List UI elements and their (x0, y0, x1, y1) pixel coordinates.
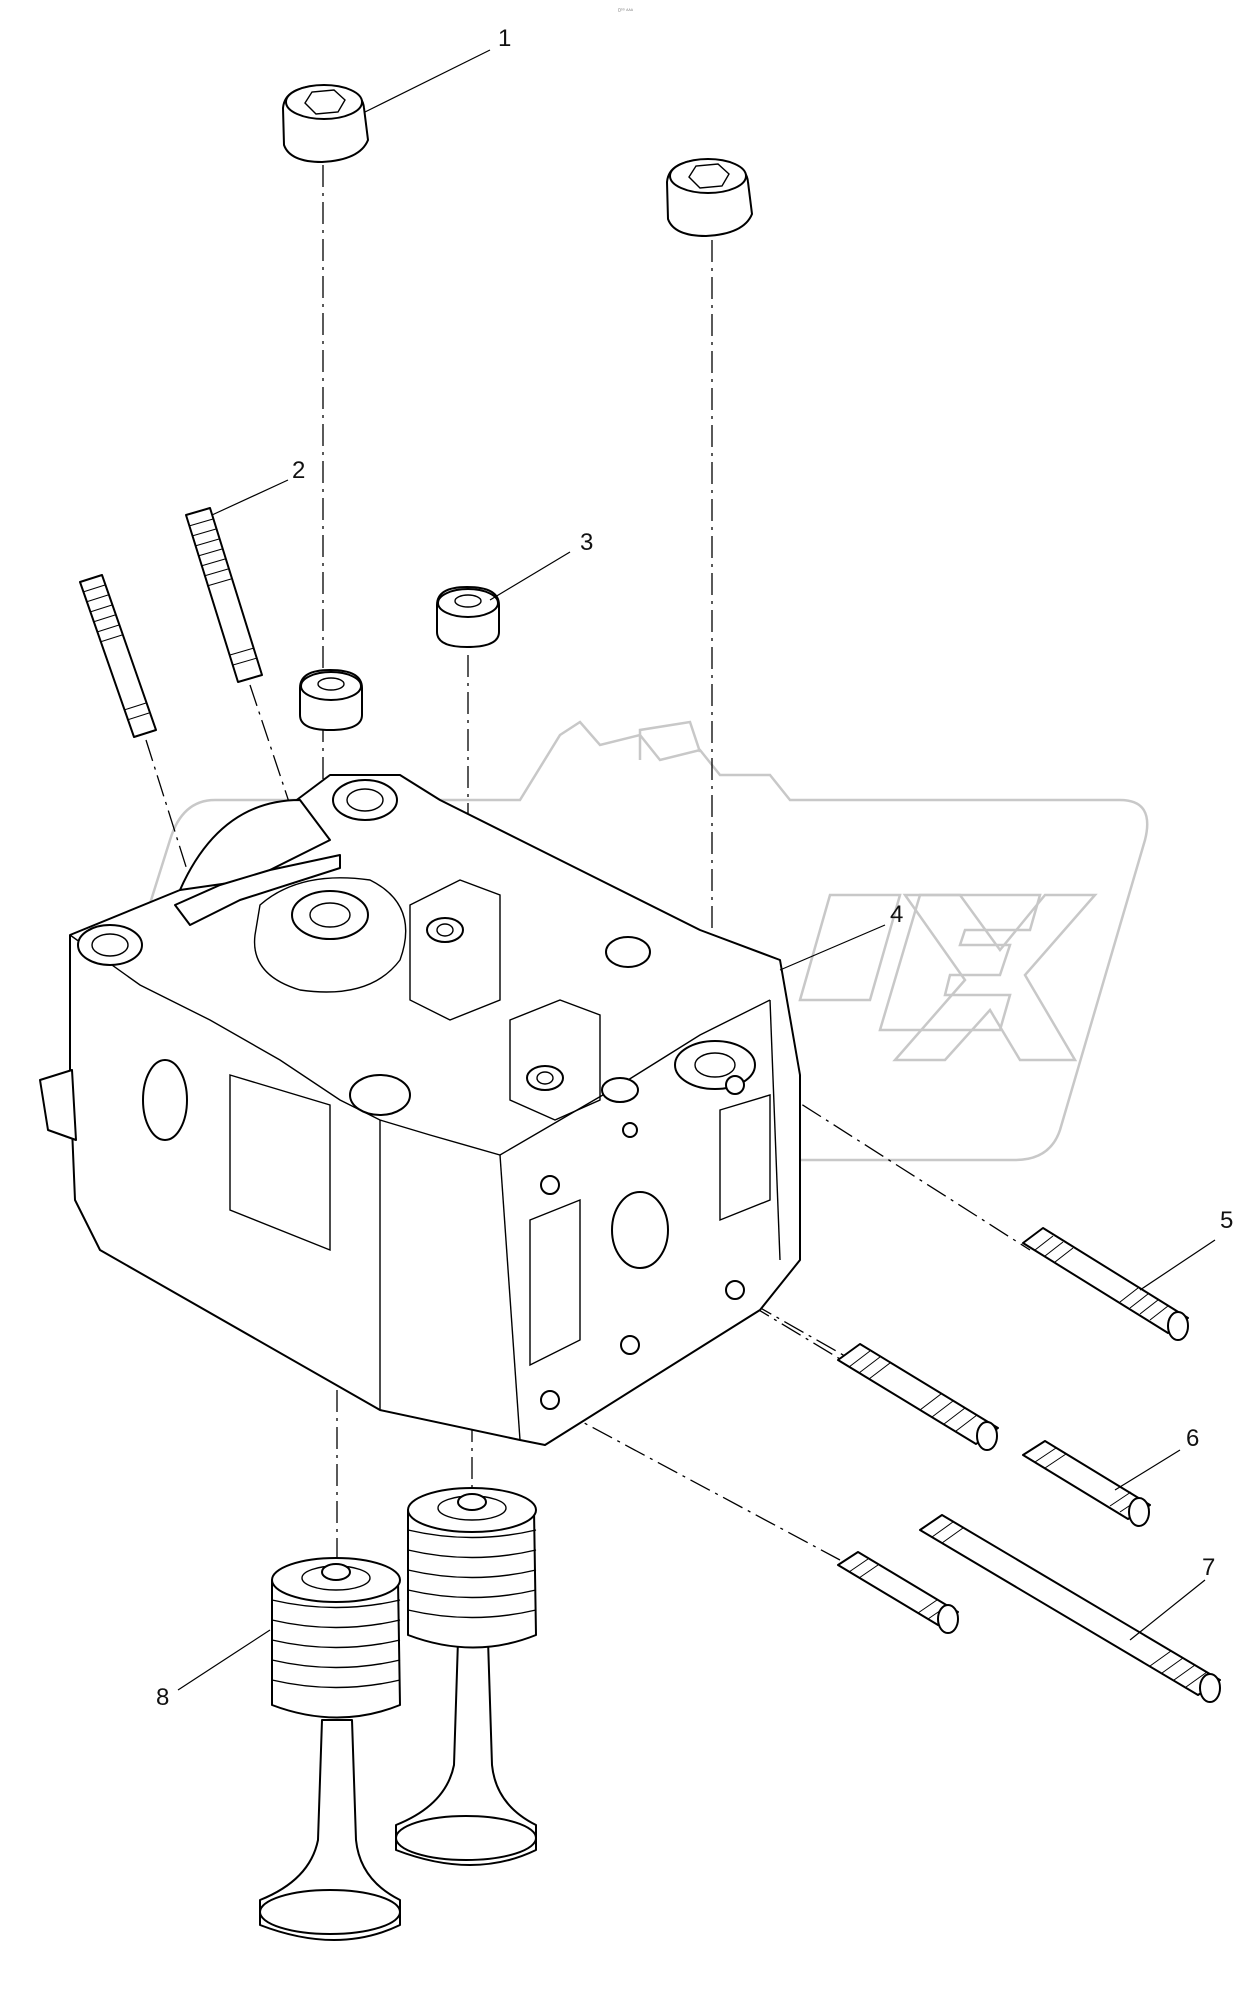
stud-2-left[interactable] (79, 574, 157, 738)
plug-1-left[interactable] (282, 84, 369, 163)
callout-8: 8 (156, 1684, 169, 1711)
callout-5: 5 (1220, 1207, 1233, 1234)
callout-7: 7 (1202, 1554, 1215, 1581)
cylinder-head-4[interactable] (39, 774, 801, 1446)
stud-7-long[interactable] (919, 1514, 1221, 1703)
callout-6: 6 (1186, 1425, 1199, 1452)
valve-8-right[interactable] (395, 1487, 537, 1866)
valve-seal-3-right[interactable] (436, 586, 500, 648)
corner-mark: 0⁰⁰ ᴬᴬᴬ (618, 8, 634, 14)
callout-1: 1 (498, 25, 511, 52)
stud-5[interactable] (1022, 1227, 1189, 1341)
callout-3: 3 (580, 529, 593, 556)
stud-7-short[interactable] (837, 1551, 959, 1634)
stud-6-lower[interactable] (1022, 1440, 1151, 1527)
plug-1-right[interactable] (666, 158, 753, 237)
valve-8-left[interactable] (259, 1557, 401, 1941)
callout-4: 4 (890, 901, 903, 928)
valve-seal-3-left[interactable] (299, 669, 363, 731)
stud-6-upper[interactable] (837, 1343, 999, 1451)
callout-2: 2 (292, 457, 305, 484)
stud-2-right[interactable] (185, 507, 263, 683)
leader-lines (177, 49, 1216, 1691)
